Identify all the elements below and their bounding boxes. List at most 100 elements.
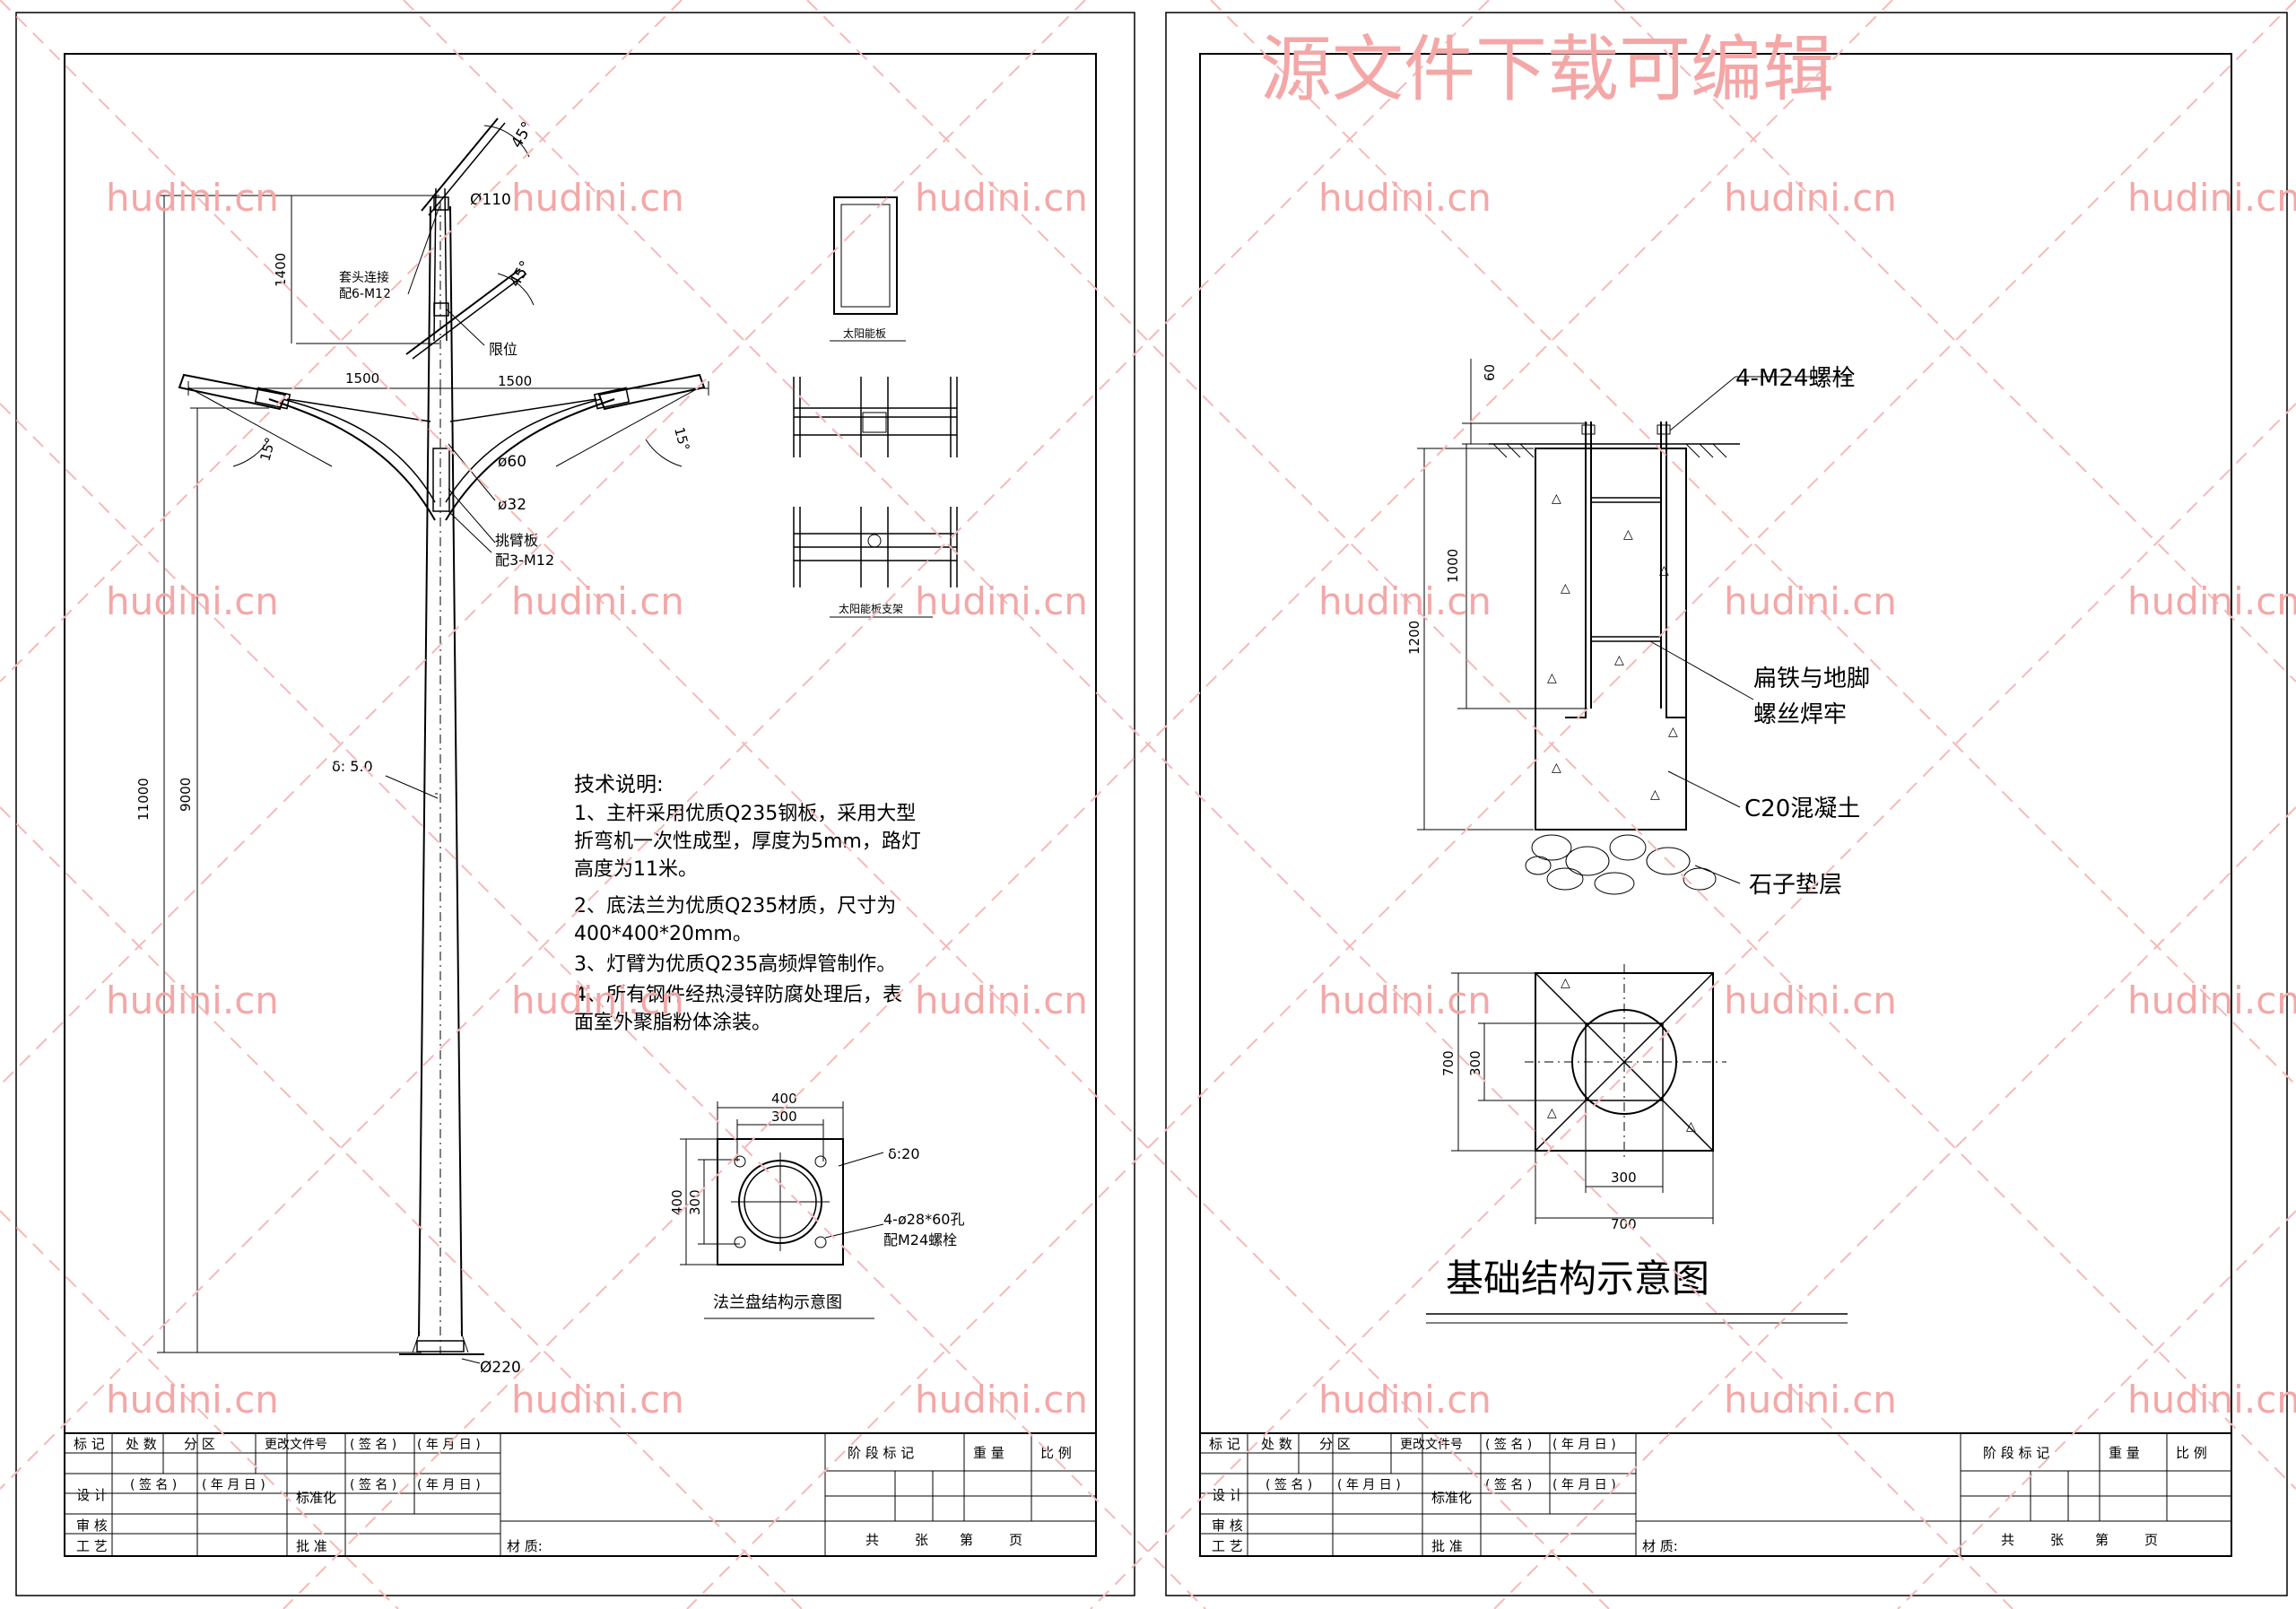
tb-material: 材 质: xyxy=(1642,1538,1678,1554)
tb-date-3: ( 年 月 日 ) xyxy=(417,1478,481,1492)
foundation-section: △ △ △ △ △ △ △ △ △ 60 4-M24螺栓 1000 xyxy=(1406,359,1870,899)
tb-sign: ( 签 名 ) xyxy=(350,1437,396,1452)
weld-label-1: 扁铁与地脚 xyxy=(1753,665,1870,692)
tech-note-line: 高度为11米。 xyxy=(574,858,698,881)
watermark-text: hudini.cn xyxy=(2127,1378,2296,1422)
flange-bolts: 配M24螺栓 xyxy=(883,1231,957,1248)
watermark-text: hudini.cn xyxy=(1318,1378,1492,1422)
tb-standard: 标准化 xyxy=(1431,1490,1472,1506)
flange-thickness: δ:20 xyxy=(888,1145,920,1162)
tb-zone: 分 区 xyxy=(184,1436,215,1452)
watermark-text: hudini.cn xyxy=(915,1378,1088,1422)
tb-mark: 标 记 xyxy=(74,1436,105,1452)
tb-stage: 阶 段 标 记 xyxy=(848,1445,914,1461)
tech-note-line: 4、所有钢件经热浸锌防腐处理后，表 xyxy=(574,984,902,1006)
watermark-text: hudini.cn xyxy=(511,978,684,1022)
bolt-label: 4-M24螺栓 xyxy=(1735,365,1855,392)
watermark-text: hudini.cn xyxy=(511,1378,684,1422)
dim-tilt-left: 15° xyxy=(257,436,278,463)
dim-arm-right: 1500 xyxy=(498,373,532,389)
foundation-h1000: 1000 xyxy=(1445,549,1461,583)
watermark-text: hudini.cn xyxy=(106,978,279,1022)
dim-h1400: 1400 xyxy=(273,253,289,287)
dim-tilt-right: 15° xyxy=(671,425,692,452)
foundation-plan: △ △ △ 700 300 300 700 基础结构示意图 xyxy=(1426,964,1848,1324)
tb-scale: 比 例 xyxy=(2176,1445,2207,1461)
title-block-left: 标 记 处 数 分 区 更改文件号 ( 签 名 ) ( 年 月 日 ) 设 计 … xyxy=(64,1432,1097,1557)
tb-date: ( 年 月 日 ) xyxy=(1552,1438,1616,1452)
watermark-text: hudini.cn xyxy=(511,579,684,623)
plan-h700: 700 xyxy=(1440,1050,1457,1076)
tech-note-line: 1、主杆采用优质Q235钢板，采用大型 xyxy=(574,803,916,825)
watermark-labels: hudini.cn hudini.cn hudini.cn hudini.cn hudi… xyxy=(106,176,2296,1422)
foundation-h1200: 1200 xyxy=(1406,621,1422,655)
tb-review: 审 核 xyxy=(76,1518,108,1534)
dim-h9000: 9000 xyxy=(178,778,194,812)
tb-date-2: ( 年 月 日 ) xyxy=(202,1478,265,1492)
watermark-text: hudini.cn xyxy=(1724,579,1897,623)
banner-watermark: 源文件下载可编辑 xyxy=(1260,28,1834,111)
tb-stage: 阶 段 标 记 xyxy=(1983,1445,2049,1461)
flange-w300: 300 xyxy=(771,1109,797,1125)
tb-weight: 重 量 xyxy=(2109,1445,2140,1461)
tb-page: 页 xyxy=(1009,1532,1022,1548)
svg-text:△: △ xyxy=(1659,563,1669,578)
tb-count: 处 数 xyxy=(1261,1436,1292,1452)
svg-text:△: △ xyxy=(1561,976,1570,990)
tb-sign-3: ( 签 名 ) xyxy=(350,1477,396,1492)
tb-change-doc: 更改文件号 xyxy=(1400,1438,1463,1452)
tb-review: 审 核 xyxy=(1212,1518,1243,1534)
dim-d220: Ø220 xyxy=(480,1359,521,1377)
svg-text:△: △ xyxy=(1614,653,1624,667)
watermark-text: hudini.cn xyxy=(1724,176,1897,220)
tb-total: 共 xyxy=(2001,1532,2014,1548)
tb-sheets: 张 xyxy=(2050,1532,2064,1548)
limit-label: 限位 xyxy=(489,341,517,358)
dim-h11000: 11000 xyxy=(135,778,152,821)
tb-page: 页 xyxy=(2144,1532,2158,1548)
tb-sign-2: ( 签 名 ) xyxy=(130,1477,177,1492)
technical-notes: 技术说明: 1、主杆采用优质Q235钢板，采用大型 折弯机一次性成型，厚度为5m… xyxy=(574,773,921,1034)
dim-d60: ø60 xyxy=(498,453,526,471)
watermark-text: hudini.cn xyxy=(2127,579,2296,623)
watermark-text: hudini.cn xyxy=(106,579,279,623)
arm-plate-bolts: 配3-M12 xyxy=(495,552,554,569)
tb-sign: ( 签 名 ) xyxy=(1485,1437,1532,1452)
dim-d32: ø32 xyxy=(498,496,526,514)
tb-material: 材 质: xyxy=(507,1538,543,1554)
tech-note-line: 面室外聚脂粉体涂装。 xyxy=(574,1012,771,1034)
tech-note-line: 2、底法兰为优质Q235材质，尺寸为 xyxy=(574,895,896,918)
foundation-title: 基础结构示意图 xyxy=(1446,1257,1709,1300)
svg-text:△: △ xyxy=(1650,787,1660,802)
tb-weight: 重 量 xyxy=(973,1445,1004,1461)
tb-approve: 批 准 xyxy=(296,1538,327,1554)
gravel-label: 石子垫层 xyxy=(1749,872,1842,899)
sleeve-label: 套头连接 xyxy=(339,270,389,285)
plan-w700: 700 xyxy=(1611,1216,1637,1232)
tb-approve: 批 准 xyxy=(1431,1538,1463,1554)
watermark-text: hudini.cn xyxy=(915,579,1088,623)
watermark-text: hudini.cn xyxy=(511,176,684,220)
flange-plate-drawing: 400 300 400 300 δ:20 4-ø28*60孔 配M24螺栓 法兰… xyxy=(669,1091,964,1319)
tech-note-line: 3、灯臂为优质Q235高频焊管制作。 xyxy=(574,953,896,976)
solar-panel-caption: 太阳能板 xyxy=(843,326,886,340)
tb-count: 处 数 xyxy=(126,1436,157,1452)
plan-w300: 300 xyxy=(1611,1170,1637,1186)
tb-sign-3: ( 签 名 ) xyxy=(1485,1477,1532,1492)
watermark-text: hudini.cn xyxy=(2127,978,2296,1022)
watermark-text: hudini.cn xyxy=(2127,176,2296,220)
concrete-label: C20混凝土 xyxy=(1744,796,1860,822)
tb-total: 共 xyxy=(865,1532,879,1548)
tb-sheets: 张 xyxy=(915,1532,928,1548)
street-light-pole xyxy=(178,117,706,1359)
watermark-text: hudini.cn xyxy=(1724,978,1897,1022)
flange-h300: 300 xyxy=(687,1189,703,1215)
svg-text:△: △ xyxy=(1561,581,1570,596)
tb-sign-2: ( 签 名 ) xyxy=(1265,1477,1312,1492)
tb-design: 设 计 xyxy=(1212,1487,1243,1503)
dim-angle-top: 45° xyxy=(508,119,536,152)
tb-process: 工 艺 xyxy=(1212,1538,1243,1554)
tb-process: 工 艺 xyxy=(76,1538,108,1554)
